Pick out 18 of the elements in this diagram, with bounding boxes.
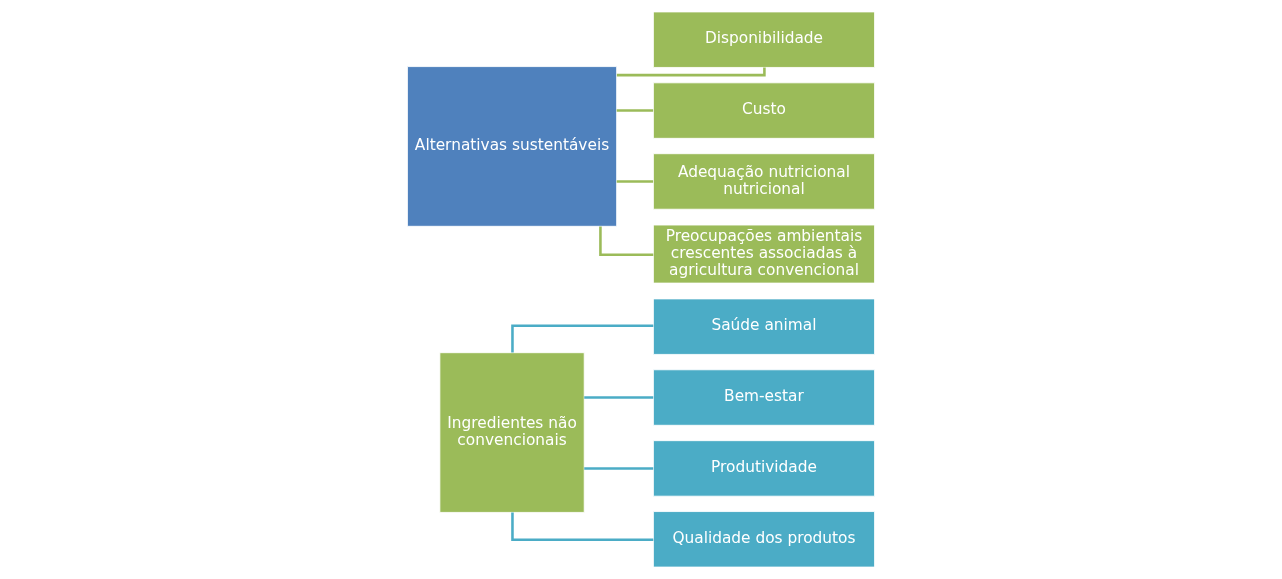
node-box: Alternativas sustentáveis	[407, 66, 618, 227]
node-box: Produtividade	[652, 440, 875, 497]
connector	[616, 109, 654, 112]
connector	[584, 396, 654, 399]
connector	[616, 67, 766, 77]
node-box: Qualidade dos produtos	[652, 511, 875, 568]
connector	[511, 324, 654, 353]
node-box: Ingredientes não convencionais	[439, 352, 585, 513]
connector	[616, 180, 654, 183]
node-box: Custo	[652, 82, 875, 139]
connector	[511, 512, 654, 541]
connector	[584, 467, 654, 470]
node-box: Adequação nutricional nutricional	[652, 153, 875, 210]
node-box: Bem-estar	[652, 369, 875, 426]
node-box: Disponibilidade	[652, 11, 875, 68]
connector	[599, 226, 654, 256]
node-box: Preocupações ambientais crescentes associadas à agricultura convencional	[652, 224, 875, 284]
node-box: Saúde animal	[652, 298, 875, 355]
